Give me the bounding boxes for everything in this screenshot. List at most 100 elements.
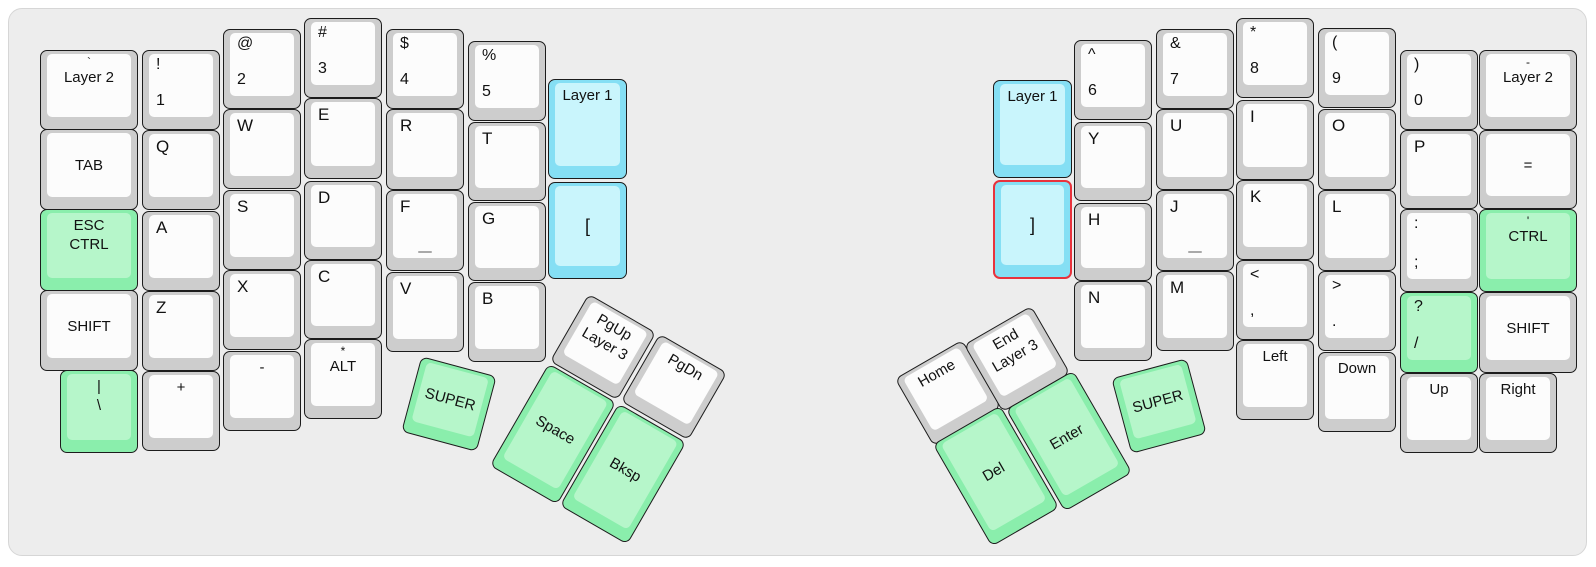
- key-label: A: [156, 218, 168, 237]
- key-j[interactable]: J: [1156, 190, 1234, 271]
- key-label: ESC: [73, 217, 105, 234]
- key-label: SUPER: [423, 384, 478, 415]
- key-x[interactable]: X: [223, 270, 301, 350]
- key-amp-7[interactable]: &7: [1156, 29, 1234, 109]
- key-label: Left: [1262, 348, 1288, 365]
- key-right[interactable]: Right: [1479, 373, 1557, 453]
- key-v[interactable]: V: [386, 272, 464, 352]
- key-label: Del: [979, 459, 1008, 486]
- key-d[interactable]: D: [304, 181, 382, 260]
- key-m[interactable]: M: [1156, 271, 1234, 351]
- key-label: ,: [1250, 302, 1255, 319]
- key-ast-8[interactable]: *8: [1236, 18, 1314, 98]
- key-face: K: [1243, 184, 1307, 247]
- key-face: H: [1081, 207, 1145, 268]
- key-r[interactable]: R: [386, 109, 464, 190]
- key-b[interactable]: B: [468, 282, 546, 362]
- key-label: %: [482, 47, 497, 64]
- key-f[interactable]: F: [386, 190, 464, 271]
- key-pipe-backslash[interactable]: |\: [60, 370, 138, 453]
- key-label: 1: [156, 92, 165, 109]
- key-layer1-left[interactable]: Layer 1: [548, 79, 627, 179]
- key-left[interactable]: Left: [1236, 340, 1314, 420]
- key-caret-6[interactable]: ^6: [1074, 40, 1152, 120]
- key-hash-3[interactable]: #3: [304, 18, 382, 98]
- key-u[interactable]: U: [1156, 109, 1234, 190]
- key-face: Up: [1407, 377, 1471, 440]
- key-tab[interactable]: TAB: [40, 129, 138, 210]
- key-face: R: [393, 113, 457, 177]
- key-shift-right[interactable]: SHIFT: [1479, 292, 1577, 373]
- key-face: Right: [1486, 377, 1550, 440]
- key-label: :: [1414, 215, 1419, 232]
- key-equals[interactable]: =: [1479, 130, 1577, 209]
- key-label: Layer 1: [1007, 88, 1058, 105]
- key-a[interactable]: A: [142, 211, 220, 291]
- key-rparen-0[interactable]: )0: [1400, 50, 1478, 130]
- key-label: ;: [1414, 254, 1419, 271]
- key-down[interactable]: Down: [1318, 352, 1396, 432]
- key-label: ]: [1029, 214, 1035, 235]
- key-minus-layer2[interactable]: -Layer 2: [1479, 50, 1577, 130]
- key-layer2-left[interactable]: `Layer 2: [40, 50, 138, 130]
- key-q[interactable]: Q: [142, 130, 220, 210]
- key-plus[interactable]: +: [142, 371, 220, 451]
- key-face: J: [1163, 194, 1227, 258]
- key-shift-left[interactable]: SHIFT: [40, 290, 138, 371]
- key-label: Enter: [1046, 420, 1087, 454]
- key-l[interactable]: L: [1318, 190, 1396, 271]
- key-dollar-4[interactable]: $4: [386, 29, 464, 109]
- key-label: -: [259, 359, 265, 376]
- key-face: SHIFT: [1486, 296, 1570, 360]
- key-face: 'CTRL: [1486, 213, 1570, 279]
- key-c[interactable]: C: [304, 260, 382, 339]
- key-label: 0: [1414, 92, 1423, 109]
- key-n[interactable]: N: [1074, 281, 1152, 361]
- key-quote-ctrl[interactable]: 'CTRL: [1479, 209, 1577, 292]
- key-face: SUPER: [1119, 363, 1197, 440]
- key-label: 9: [1332, 70, 1341, 87]
- key-face: Z: [149, 295, 213, 358]
- key-k[interactable]: K: [1236, 180, 1314, 260]
- key-t[interactable]: T: [468, 122, 546, 201]
- key-lt-comma[interactable]: <,: [1236, 260, 1314, 340]
- key-i[interactable]: I: [1236, 100, 1314, 180]
- key-ast-alt[interactable]: *ALT: [304, 339, 382, 419]
- key-label: Layer 1: [562, 87, 613, 104]
- key-colon-semicolon[interactable]: :;: [1400, 209, 1478, 292]
- key-s[interactable]: S: [223, 190, 301, 270]
- key-z[interactable]: Z: [142, 291, 220, 371]
- key-face: Down: [1325, 356, 1389, 419]
- key-label: Space: [532, 412, 578, 449]
- key-up[interactable]: Up: [1400, 373, 1478, 453]
- key-label: Z: [156, 298, 167, 317]
- key-face: I: [1243, 104, 1307, 167]
- key-rbracket[interactable]: ]: [993, 180, 1072, 279]
- key-face: =: [1486, 134, 1570, 196]
- key-super-right[interactable]: SUPER: [1111, 358, 1207, 454]
- key-w[interactable]: W: [223, 109, 301, 189]
- key-question-slash[interactable]: ?/: [1400, 292, 1478, 373]
- key-y[interactable]: Y: [1074, 122, 1152, 201]
- key-percent-5[interactable]: %5: [468, 41, 546, 121]
- key-gt-period[interactable]: >.: [1318, 271, 1396, 351]
- key-super-left[interactable]: SUPER: [401, 356, 497, 452]
- key-o[interactable]: O: [1318, 109, 1396, 190]
- key-layer1-right[interactable]: Layer 1: [993, 80, 1072, 178]
- key-face: `Layer 2: [47, 54, 131, 117]
- key-label: 3: [318, 60, 327, 77]
- key-h[interactable]: H: [1074, 203, 1152, 281]
- key-p[interactable]: P: [1400, 130, 1478, 209]
- key-minus-left[interactable]: -: [223, 351, 301, 431]
- key-at-2[interactable]: @2: [223, 29, 301, 109]
- key-e[interactable]: E: [304, 98, 382, 179]
- key-exclam-1[interactable]: !1: [142, 50, 220, 130]
- key-lparen-9[interactable]: (9: [1318, 28, 1396, 108]
- key-face: ^6: [1081, 44, 1145, 107]
- key-face: >.: [1325, 275, 1389, 338]
- key-lbracket[interactable]: [: [548, 182, 627, 279]
- key-g[interactable]: G: [468, 202, 546, 281]
